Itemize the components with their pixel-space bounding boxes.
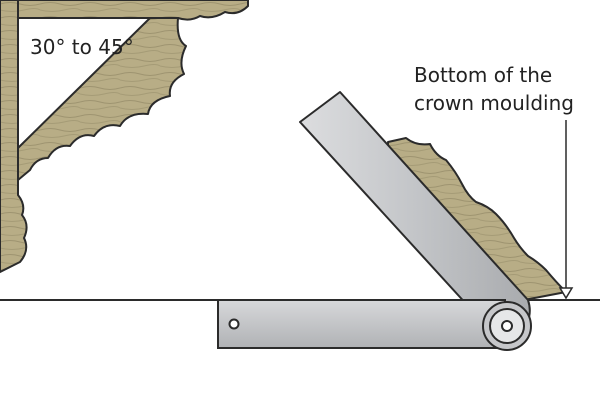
target-label-line1: Bottom of the: [414, 63, 552, 87]
bracket-top-board: [0, 0, 249, 21]
target-label-line2: crown moulding: [414, 91, 574, 115]
crown-moulding: [387, 137, 567, 301]
bracket-diagonal-brace: [17, 17, 187, 181]
bevel-stock: [217, 299, 506, 349]
angle-range-label: 30° to 45°: [30, 35, 134, 59]
pointer-arrow: [558, 120, 574, 300]
wooden-bracket: [0, 0, 249, 274]
bracket-vertical-post: [0, 0, 28, 274]
bevel-pivot: [482, 301, 532, 351]
stock-rivet-hole: [228, 318, 240, 330]
